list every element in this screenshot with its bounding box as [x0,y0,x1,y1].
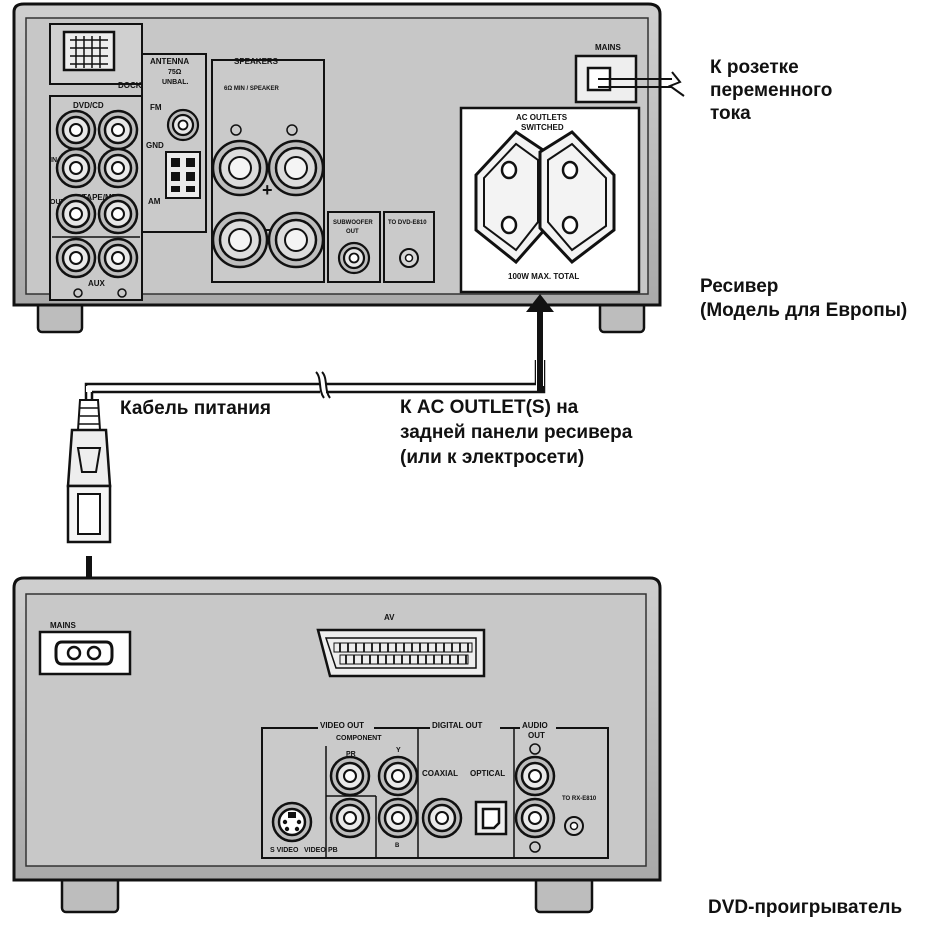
switched-label: SWITCHED [521,123,564,132]
dvd-unit: MAINS AV VIDEO OUT COMPONENT PR Y [12,576,662,914]
aux-jack-left [55,237,97,279]
b-label: B [395,843,400,849]
av-label: AV [384,613,395,622]
ac-outlets-label: AC OUTLETS [516,113,568,122]
outputs-panel [261,727,609,859]
antenna-label: ANTENNA [150,57,189,66]
to-dvd-section [383,211,435,283]
subwoofer-label: SUBWOOFER [333,220,373,226]
subwoofer-jack [337,241,371,275]
y-label: Y [396,747,401,754]
euro-plug [66,399,112,544]
scart-connector [316,628,486,678]
coaxial-label: COAXIAL [422,769,458,778]
speakers-label: SPEAKERS [234,57,279,66]
dvdcd-label: DVD/CD [73,101,104,110]
dock-label: DOCK [118,81,142,90]
receiver-caption-2: (Модель для Европы) [700,300,908,321]
power-cable-caption: Кабель питания [120,398,271,419]
fm-jack [166,108,200,142]
pb-label: PB [328,847,338,854]
audio-out2-label: OUT [528,731,545,740]
speaker-terminal-right-plus [267,139,325,197]
pr-jack [329,755,371,797]
tape-out-jack-left [55,193,97,235]
tape-in-jack-right [97,147,139,189]
optical-jack [474,800,508,836]
fm-label: FM [150,103,162,112]
arrow-to-ac-outlet [526,294,554,392]
am-label: AM [148,197,161,206]
plus-sign: + [262,180,273,200]
speaker-terminal-right-minus [267,211,325,269]
audio-out-label: AUDIO [522,721,548,730]
to-ac-caption-3: (или к электросети) [400,447,585,468]
y-jack [377,755,419,797]
tape-out-jack-right [97,193,139,235]
tapemd-label: TAPE/MD [82,193,118,202]
s-video-label: S VIDEO [270,847,299,854]
digital-out-label: DIGITAL OUT [432,721,482,730]
receiver-caption-1: Ресивер [700,276,779,297]
b-jack [377,797,419,839]
aux-jack-right [97,237,139,279]
to-rx-label: TO RX-E810 [562,796,597,802]
dvdcd-jack-left [55,109,97,151]
to-ac-caption-2: задней панели ресивера [400,422,633,443]
aux-label: AUX [88,279,106,288]
max-total-label: 100W MAX. TOTAL [508,272,579,281]
dvdcd-jack-right [97,109,139,151]
s-video-jack [271,801,313,843]
speaker-terminal-left-minus [211,211,269,269]
optical-label: OPTICAL [470,769,505,778]
speaker-terminal-left-plus [211,139,269,197]
speakers-ohm-label: 6Ω MIN / SPEAKER [224,86,279,92]
antenna-unbal-label: UNBAL. [162,79,188,86]
coaxial-jack [421,797,463,839]
audio-out-jack-right [514,797,556,839]
dock-pins [70,36,108,68]
audio-out-jack-left [514,755,556,797]
pb-jack [329,797,371,839]
to-outlet-caption-1: К розетке [710,57,799,78]
in-label: IN [50,157,57,164]
out-label: OUT [50,199,66,206]
to-dvd-label: TO DVD-E810 [388,220,427,226]
tape-in-jack-left [55,147,97,189]
subwoofer-out-label: OUT [346,229,359,235]
minus-sign: − [262,220,273,240]
ac-outlet-right [538,130,616,265]
gnd-label: GND [146,141,164,150]
to-ac-caption-1: К AC OUTLET(S) на [400,397,579,418]
receiver-mains-label: MAINS [595,43,621,52]
dvd-player-caption: DVD-проигрыватель [708,897,903,918]
antenna-ohm-label: 75Ω [168,69,182,76]
am-terminal-slots [171,158,195,192]
to-outlet-caption-2: переменного [710,80,833,101]
receiver-mains-cable [598,78,672,88]
dvd-mains-label: MAINS [50,621,76,630]
component-label: COMPONENT [336,735,382,742]
receiver-unit: DOCK ANTENNA 75Ω UNBAL. FM GND AM DVD/CD… [12,2,685,334]
video-label: VIDEO [304,847,326,854]
antenna-section [141,53,207,233]
power-cable [66,294,554,612]
to-outlet-caption-3: тока [710,103,751,124]
scart-pins [333,642,473,665]
pr-label: PR [346,751,356,758]
video-out-label: VIDEO OUT [320,721,364,730]
cable-break-mark [315,371,331,399]
